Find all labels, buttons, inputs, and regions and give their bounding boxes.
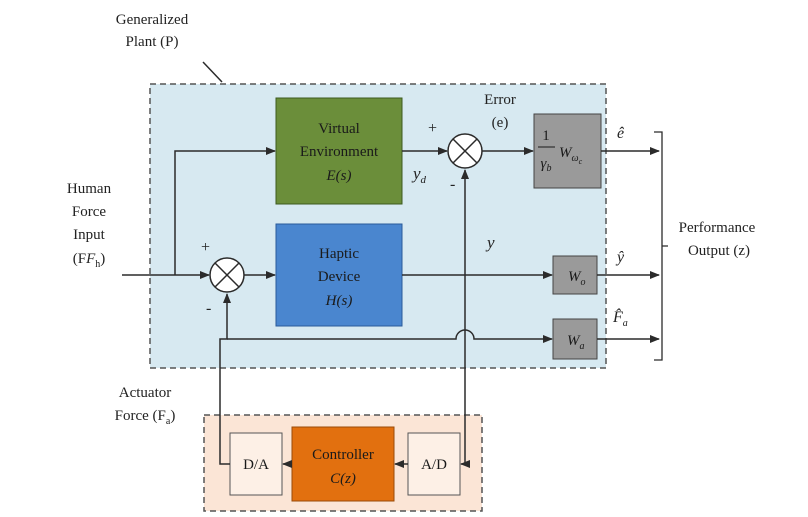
error-label-line2: (e): [492, 115, 509, 131]
virtual-environment-line3: E(s): [326, 168, 352, 184]
signal-fahat: F̂a: [612, 307, 628, 329]
haptic-device-block: [275, 223, 403, 327]
haptic-device-line2: Device: [318, 269, 361, 285]
performance-label-line1: Performance: [679, 220, 756, 236]
controller-line2: C(z): [330, 471, 356, 487]
controller-block: [291, 426, 395, 502]
wa-block: [552, 318, 598, 360]
ad-label: A/D: [421, 457, 447, 473]
wa-label: Wa: [567, 333, 585, 352]
summing-junction-input: [209, 257, 245, 293]
actuator-label-line1: Actuator: [119, 385, 171, 401]
sum-input-plus: +: [201, 239, 210, 256]
summing-junction-error: [447, 133, 483, 169]
controller-line1: Controller: [312, 447, 374, 463]
signal-yd: yd: [411, 164, 427, 186]
signal-ehat: ê: [617, 125, 625, 142]
sum-error-plus: +: [428, 120, 437, 137]
da-label: D/A: [243, 457, 269, 473]
plant-label-line2: Plant (P): [126, 34, 179, 50]
wo-block: [552, 255, 598, 295]
virtual-environment-line1: Virtual: [318, 121, 360, 137]
signal-y: y: [485, 233, 495, 252]
virtual-environment-line2: Environment: [300, 144, 379, 160]
sum-error-minus: -: [450, 176, 455, 193]
virtual-environment-block: [275, 97, 403, 205]
plant-label-line1: Generalized: [116, 12, 189, 28]
performance-label-line2: Output (z): [688, 243, 750, 259]
wo-label: Wo: [568, 269, 586, 288]
haptic-device-line3: H(s): [325, 293, 353, 309]
performance-brace: [654, 131, 668, 361]
w-omega-block: [533, 113, 602, 189]
actuator-label-line2: Force (Fa): [115, 408, 176, 427]
signal-yhat: ŷ: [615, 249, 625, 266]
w-omega-den: γb: [541, 156, 552, 174]
haptic-device-line1: Haptic: [319, 246, 359, 262]
human-label-fh: (FFh): [73, 251, 106, 270]
human-label-line2: Force: [72, 204, 106, 220]
wire-da-actuator: [219, 293, 231, 465]
w-omega-w: Wωc: [559, 145, 583, 166]
wire-branch-virtual: [174, 147, 276, 275]
plant-label-pointer: [202, 61, 223, 83]
sum-input-minus: -: [206, 300, 211, 317]
wire-actuator-wa: [227, 329, 553, 343]
human-label-line3: Input: [73, 227, 105, 243]
error-label-line1: Error: [484, 92, 516, 108]
w-omega-num: 1: [542, 128, 550, 144]
human-label-line1: Human: [67, 181, 112, 197]
da-block: [229, 432, 283, 496]
